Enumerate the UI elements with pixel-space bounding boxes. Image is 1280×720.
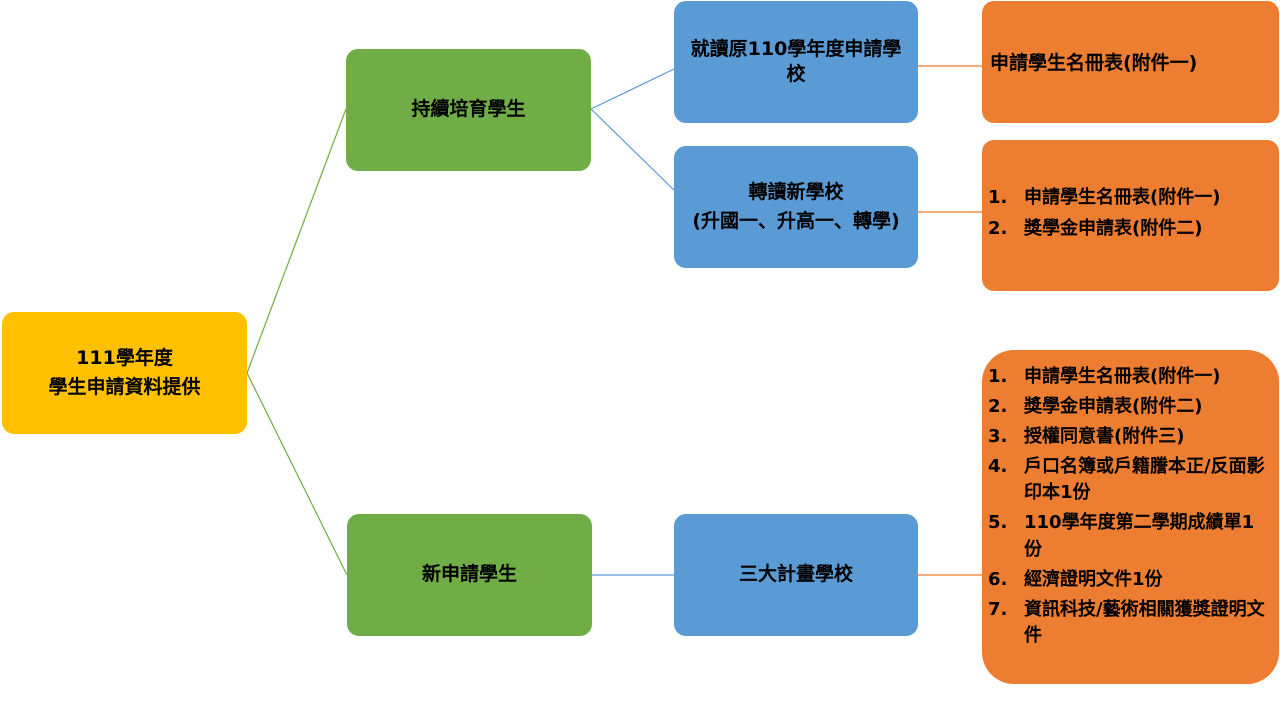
docs-stay: 申請學生名冊表(附件一)	[982, 1, 1279, 123]
doc-list-item: 6. 經濟證明文件1份	[988, 567, 1265, 593]
doc-list-item: 1. 申請學生名冊表(附件一)	[988, 364, 1265, 390]
docs-new: 1. 申請學生名冊表(附件一) 2. 獎學金申請表(附件二) 3. 授權同意書(附件三) 4…	[982, 350, 1279, 684]
node-transfer-subtitle: (升國一、升高一、轉學)	[692, 210, 900, 232]
node-continuing-students: 持續培育學生	[346, 49, 591, 171]
doc-item-number: 2.	[988, 396, 1008, 418]
doc-item-number: 5.	[988, 512, 1008, 534]
connector-root-continuing	[246, 108, 347, 374]
doc-list-item: 3. 授權同意書(附件三)	[988, 424, 1265, 450]
node-new-label: 新申請學生	[421, 563, 517, 586]
connector-root-new	[246, 372, 348, 576]
doc-list-item: 5. 110學年度第二學期成績單1份	[988, 510, 1265, 562]
doc-item-number: 6.	[988, 568, 1008, 590]
root-node: 111學年度 學生申請資料提供	[2, 312, 247, 434]
doc-item-number: 7.	[988, 598, 1008, 620]
doc-list-item: 4. 戶口名簿或戶籍謄本正/反面影印本1份	[988, 454, 1265, 506]
node-transfer-school: 轉讀新學校 (升國一、升高一、轉學)	[674, 146, 918, 268]
node-school-label: 三大計畫學校	[738, 563, 853, 586]
doc-list-item: 7. 資訊科技/藝術相關獲獎證明文件	[988, 597, 1265, 649]
doc-item-text: 申請學生名冊表(附件一)	[1024, 366, 1221, 387]
doc-item-text: 申請學生名冊表(附件一)	[1024, 187, 1221, 209]
doc-item-text: 獎學金申請表(附件二)	[1024, 217, 1203, 239]
root-title: 111學年度	[76, 346, 173, 369]
doc-item-text: 授權同意書(附件三)	[1024, 426, 1185, 448]
docs-transfer-list: 1. 申請學生名冊表(附件一) 2. 獎學金申請表(附件二)	[988, 185, 1220, 245]
node-new-students: 新申請學生	[347, 514, 592, 636]
doc-item-number: 1.	[988, 366, 1008, 387]
node-stay-label: 就讀原110學年度申請學校	[690, 38, 902, 85]
doc-list-item: 1. 申請學生名冊表(附件一)	[988, 185, 1220, 211]
root-subtitle: 學生申請資料提供	[48, 376, 201, 398]
docs-stay-item: 申請學生名冊表(附件一)	[990, 52, 1198, 74]
docs-new-list: 1. 申請學生名冊表(附件一) 2. 獎學金申請表(附件二) 3. 授權同意書(附件三) 4…	[988, 364, 1265, 653]
doc-item-number: 4.	[988, 456, 1008, 478]
doc-list-item: 2. 獎學金申請表(附件二)	[988, 394, 1265, 420]
doc-item-number: 3.	[988, 426, 1008, 448]
doc-item-number: 2.	[988, 217, 1008, 239]
doc-list-item: 2. 獎學金申請表(附件二)	[988, 216, 1220, 242]
docs-transfer: 1. 申請學生名冊表(附件一) 2. 獎學金申請表(附件二)	[982, 140, 1279, 291]
doc-item-text: 經濟證明文件1份	[1024, 568, 1163, 590]
node-transfer-title: 轉讀新學校	[748, 180, 844, 203]
doc-item-text: 110學年度第二學期成績單1份	[1024, 512, 1255, 560]
node-stay-school: 就讀原110學年度申請學校	[674, 1, 918, 123]
connector-continuing-transfer	[590, 108, 675, 191]
doc-item-text: 資訊科技/藝術相關獲獎證明文件	[1024, 598, 1265, 646]
doc-item-text: 戶口名簿或戶籍謄本正/反面影印本1份	[1024, 456, 1265, 504]
node-continuing-label: 持續培育學生	[411, 98, 526, 121]
doc-item-text: 獎學金申請表(附件二)	[1024, 396, 1203, 418]
doc-item-number: 1.	[988, 187, 1008, 209]
node-three-programs-school: 三大計畫學校	[674, 514, 918, 636]
connector-continuing-stay	[590, 68, 675, 110]
